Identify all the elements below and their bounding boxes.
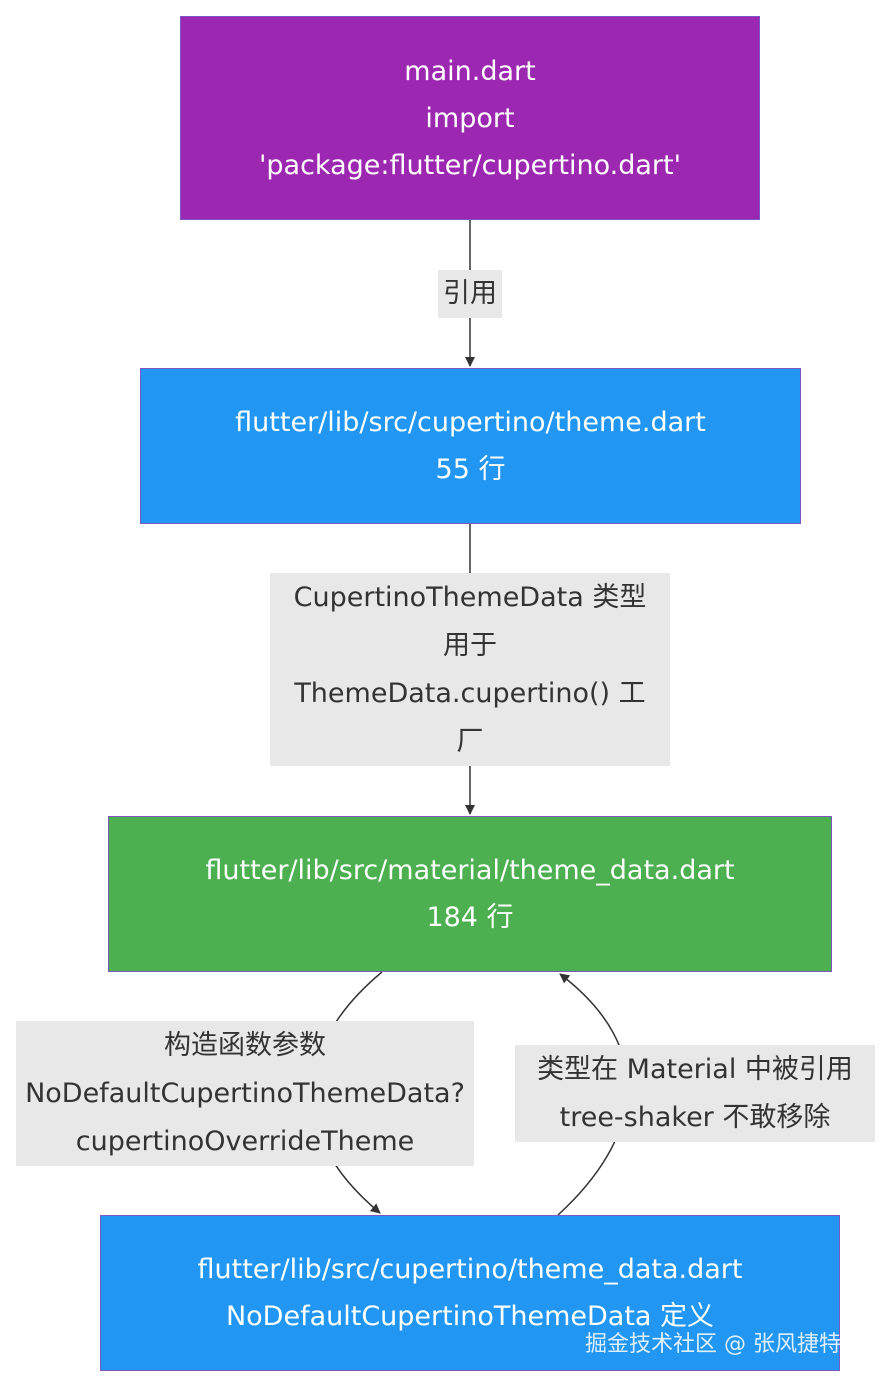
edge-label-cupertino-data-to-material-line-1: 类型在 Material 中被引用 xyxy=(537,1053,853,1085)
edge-label-theme-to-material-line-3: ThemeData.cupertino() 工 xyxy=(294,677,646,709)
edge-label-cupertino-data-to-material-line-2: tree-shaker 不敢移除 xyxy=(559,1101,831,1133)
edge-label-material-to-cupertino-data-line-1: 构造函数参数 xyxy=(164,1029,326,1061)
node-main-line-1: main.dart xyxy=(404,55,536,87)
watermark: 掘金技术社区 @ 张风捷特烈 xyxy=(585,1332,863,1357)
node-cupertino-theme-data-line-2: NoDefaultCupertinoThemeData 定义 xyxy=(225,1301,715,1332)
node-cupertino-theme-data: flutter/lib/src/cupertino/theme_data.dar… xyxy=(100,1215,840,1371)
node-material-theme-data: flutter/lib/src/material/theme_data.dart… xyxy=(108,816,832,972)
node-main-dart: main.dart import 'package:flutter/cupert… xyxy=(180,16,760,220)
node-material-theme-data-line-1: flutter/lib/src/material/theme_data.dart xyxy=(205,855,735,886)
edge-label-theme-to-material-line-4: 厂 xyxy=(456,725,484,757)
edge-label-main-to-theme-line-1: 引用 xyxy=(443,278,497,309)
edge-label-material-to-cupertino-data-line-2: NoDefaultCupertinoThemeData? xyxy=(25,1077,465,1109)
node-cupertino-theme-data-line-1: flutter/lib/src/cupertino/theme_data.dar… xyxy=(197,1254,743,1285)
node-material-theme-data-line-2: 184 行 xyxy=(426,902,514,933)
node-cupertino-theme: flutter/lib/src/cupertino/theme.dart 55 … xyxy=(140,368,801,524)
node-main-line-2: import xyxy=(425,102,515,134)
edge-label-theme-to-material: CupertinoThemeData 类型 用于 ThemeData.cuper… xyxy=(270,573,670,766)
edge-label-main-to-theme: 引用 xyxy=(438,270,502,318)
edge-label-material-to-cupertino-data-line-3: cupertinoOverrideTheme xyxy=(75,1125,415,1157)
edge-label-theme-to-material-line-2: 用于 xyxy=(443,629,497,661)
node-cupertino-theme-line-2: 55 行 xyxy=(435,454,506,485)
edge-label-cupertino-data-to-material: 类型在 Material 中被引用 tree-shaker 不敢移除 xyxy=(515,1045,875,1142)
edge-label-material-to-cupertino-data: 构造函数参数 NoDefaultCupertinoThemeData? cupe… xyxy=(16,1021,474,1166)
node-cupertino-theme-line-1: flutter/lib/src/cupertino/theme.dart xyxy=(235,407,706,438)
node-main-line-3: 'package:flutter/cupertino.dart' xyxy=(258,149,682,181)
edge-label-theme-to-material-line-1: CupertinoThemeData 类型 xyxy=(293,581,647,613)
